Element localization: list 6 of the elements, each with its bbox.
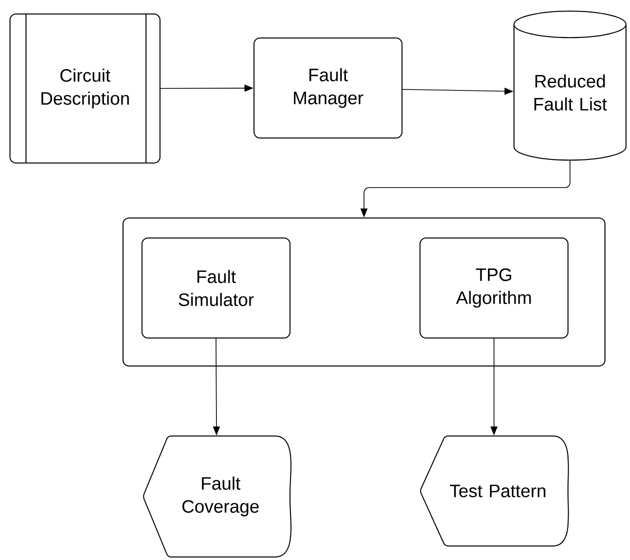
database-cylinder: Reduced Fault List xyxy=(514,10,626,161)
process-box: Fault Simulator xyxy=(142,238,290,338)
group-box xyxy=(122,218,606,366)
process-box: Fault Manager xyxy=(254,38,402,138)
process-box: TPG Algorithm xyxy=(420,238,568,338)
predefined-process-box: Circuit Description xyxy=(10,14,160,164)
